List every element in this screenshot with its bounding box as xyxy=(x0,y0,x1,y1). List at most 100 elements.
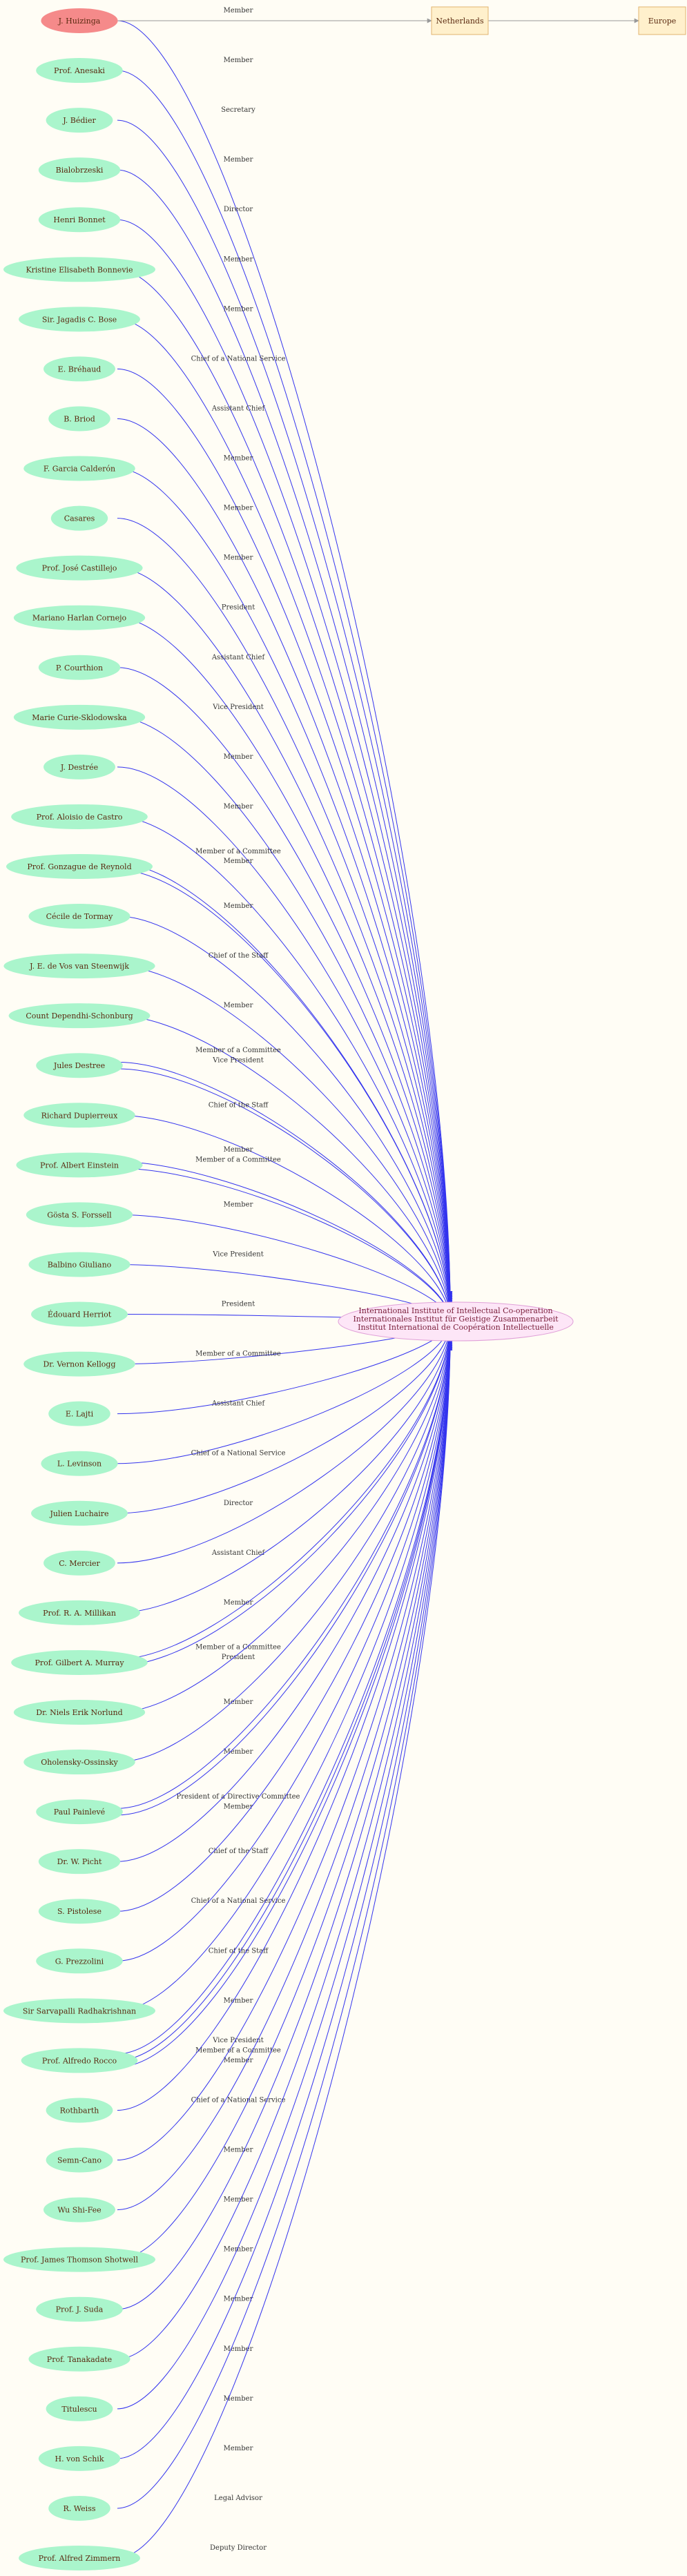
person-node-j-huizinga[interactable]: J. Huizinga xyxy=(41,8,118,33)
edge-label: Member xyxy=(224,2057,253,2064)
person-node-titulescu[interactable]: Titulescu xyxy=(46,2396,113,2421)
person-name: J. Huizinga xyxy=(58,17,101,26)
person-node-douard-herriot[interactable]: Édouard Herriot xyxy=(31,1301,128,1327)
edge-prof-gonzague-de-reynold-member-of-a-committee xyxy=(117,862,453,1313)
person-node-richard-dupierreux[interactable]: Richard Dupierreux xyxy=(23,1103,135,1128)
edge-sir-sarvapalli-radhakrishnan-member xyxy=(117,1335,453,2011)
edge-label: Assistant Chief xyxy=(211,405,266,412)
person-node-e-lajti[interactable]: E. Lajti xyxy=(48,1401,110,1426)
location-node-europe[interactable]: Europe xyxy=(638,6,686,35)
person-node-bialobrzeski[interactable]: Bialobrzeski xyxy=(38,157,121,183)
person-node-g-prezzolini[interactable]: G. Prezzolini xyxy=(36,1948,123,1974)
location-node-netherlands[interactable]: Netherlands xyxy=(431,6,489,35)
person-node-shape xyxy=(38,157,121,183)
person-name: P. Courthion xyxy=(56,664,103,672)
person-node-prof-gonzague-de-reynold[interactable]: Prof. Gonzague de Reynold xyxy=(6,854,153,879)
edge-label: Chief of the Staff xyxy=(209,1848,269,1855)
person-node-balbino-giuliano[interactable]: Balbino Giuliano xyxy=(28,1252,130,1277)
person-node-prof-albert-einstein[interactable]: Prof. Albert Einstein xyxy=(16,1152,143,1178)
person-node-sir-jagadis-c-bose[interactable]: Sir. Jagadis C. Bose xyxy=(19,307,140,332)
person-name: Sir Sarvapalli Radhakrishnan xyxy=(23,2006,136,2015)
person-node-shape xyxy=(19,2546,140,2570)
person-name: Oholensky-Ossinsky xyxy=(41,1758,118,1767)
person-name: Titulescu xyxy=(61,2405,97,2414)
person-node-l-levinson[interactable]: L. Levinson xyxy=(41,1451,118,1476)
person-node-prof-r-a-millikan[interactable]: Prof. R. A. Millikan xyxy=(19,1600,140,1625)
person-name: E. Lajti xyxy=(66,1410,94,1419)
person-node-sir-sarvapalli-radhakrishnan[interactable]: Sir Sarvapalli Radhakrishnan xyxy=(3,1998,155,2024)
person-node-dr-vernon-kellogg[interactable]: Dr. Vernon Kellogg xyxy=(23,1351,135,1377)
person-name: Wu Shi-Fee xyxy=(57,2206,101,2215)
person-name: Sir. Jagadis C. Bose xyxy=(42,315,117,324)
person-node-shape xyxy=(46,2396,113,2421)
person-node-shape xyxy=(50,505,108,531)
person-node-rothbarth[interactable]: Rothbarth xyxy=(46,2098,113,2123)
person-node-shape xyxy=(13,1700,146,1725)
person-name: S. Pistolese xyxy=(57,1907,101,1916)
edge-label: President xyxy=(222,1301,255,1308)
edge-label: Member xyxy=(224,1803,253,1810)
edge-label: Vice President xyxy=(212,1250,263,1258)
person-node-shape xyxy=(36,1948,123,1974)
person-node-prof-aloisio-de-castro[interactable]: Prof. Aloisio de Castro xyxy=(11,804,148,829)
person-node-julien-luchaire[interactable]: Julien Luchaire xyxy=(31,1500,128,1526)
edge-label: Chief of a National Service xyxy=(191,355,286,362)
person-node-p-courthion[interactable]: P. Courthion xyxy=(38,655,121,680)
person-node-dr-w-picht[interactable]: Dr. W. Picht xyxy=(38,1849,121,1875)
person-node-dr-niels-erik-norlund[interactable]: Dr. Niels Erik Norlund xyxy=(13,1700,146,1725)
person-node-shape xyxy=(43,1550,115,1576)
person-node-wu-shi-fee[interactable]: Wu Shi-Fee xyxy=(43,2197,115,2222)
edge-label: Member xyxy=(224,2345,253,2353)
person-node-j-b-dier[interactable]: J. Bédier xyxy=(46,108,113,133)
person-node-h-von-schik[interactable]: H. von Schik xyxy=(38,2446,121,2471)
edge-c-cile-de-tormay-member xyxy=(117,916,453,1314)
person-node-c-mercier[interactable]: C. Mercier xyxy=(43,1550,115,1576)
person-node-prof-jos-castillejo[interactable]: Prof. José Castillejo xyxy=(16,555,143,581)
person-node-count-dependhi-schonburg[interactable]: Count Dependhi-Schonburg xyxy=(8,1003,151,1029)
person-node-g-sta-s-forssell[interactable]: Gösta S. Forssell xyxy=(26,1202,133,1228)
person-node-shape xyxy=(38,1899,121,1924)
person-node-shape xyxy=(23,1103,135,1128)
person-node-prof-j-suda[interactable]: Prof. J. Suda xyxy=(36,2296,123,2322)
person-node-j-destr-e[interactable]: J. Destrée xyxy=(43,754,115,779)
person-node-prof-tanakadate[interactable]: Prof. Tanakadate xyxy=(28,2346,130,2372)
person-node-casares[interactable]: Casares xyxy=(50,505,108,531)
person-node-shape xyxy=(28,1252,130,1277)
person-node-prof-alfred-zimmern[interactable]: Prof. Alfred Zimmern xyxy=(19,2546,140,2570)
person-node-shape xyxy=(38,1849,121,1875)
person-node-shape xyxy=(3,953,155,979)
edge-j-huizinga-member xyxy=(117,20,453,1297)
person-node-prof-alfredo-rocco[interactable]: Prof. Alfredo Rocco xyxy=(21,2048,138,2073)
person-node-mariano-harlan-cornejo[interactable]: Mariano Harlan Cornejo xyxy=(13,605,146,630)
person-node-e-br-haud[interactable]: E. Bréhaud xyxy=(43,356,115,382)
person-node-r-weiss[interactable]: R. Weiss xyxy=(48,2495,110,2521)
person-node-prof-anesaki[interactable]: Prof. Anesaki xyxy=(36,58,123,84)
person-node-henri-bonnet[interactable]: Henri Bonnet xyxy=(38,207,121,233)
person-node-f-garcia-calder-n[interactable]: F. Garcia Calderón xyxy=(23,456,135,481)
person-name: J. E. de Vos van Steenwijk xyxy=(29,962,129,971)
person-node-paul-painlev[interactable]: Paul Painlevé xyxy=(36,1799,123,1825)
person-name: Prof. R. A. Millikan xyxy=(43,1609,116,1618)
edge-label: Vice President xyxy=(212,1056,263,1064)
person-node-shape xyxy=(36,1799,123,1825)
person-node-prof-gilbert-a-murray[interactable]: Prof. Gilbert A. Murray xyxy=(11,1649,148,1675)
person-node-j-e-de-vos-van-steenwijk[interactable]: J. E. de Vos van Steenwijk xyxy=(3,953,155,979)
edge-label: Member xyxy=(224,2296,253,2303)
person-node-kristine-elisabeth-bonnevie[interactable]: Kristine Elisabeth Bonnevie xyxy=(3,257,155,282)
person-name: Paul Painlevé xyxy=(54,1808,105,1817)
edge-label: Member xyxy=(224,1599,253,1607)
person-node-b-briod[interactable]: B. Briod xyxy=(48,406,110,432)
person-node-oholensky-ossinsky[interactable]: Oholensky-Ossinsky xyxy=(23,1750,135,1775)
edge-prof-anesaki-member xyxy=(117,70,453,1297)
edge-jules-destree-member-of-a-committee xyxy=(117,1061,452,1317)
person-node-prof-james-thomson-shotwell[interactable]: Prof. James Thomson Shotwell xyxy=(3,2247,155,2272)
organization-node[interactable]: International Institute of Intellectual … xyxy=(338,1301,574,1342)
person-node-c-cile-de-tormay[interactable]: Cécile de Tormay xyxy=(28,904,130,929)
edge-label: Deputy Director xyxy=(210,2544,267,2552)
person-node-marie-curie-sklodowska[interactable]: Marie Curie-Sklodowska xyxy=(13,704,146,730)
person-node-semn-cano[interactable]: Semn-Cano xyxy=(46,2147,113,2173)
person-node-jules-destree[interactable]: Jules Destree xyxy=(36,1053,123,1078)
person-node-s-pistolese[interactable]: S. Pistolese xyxy=(38,1899,121,1924)
person-node-shape xyxy=(19,1600,140,1625)
